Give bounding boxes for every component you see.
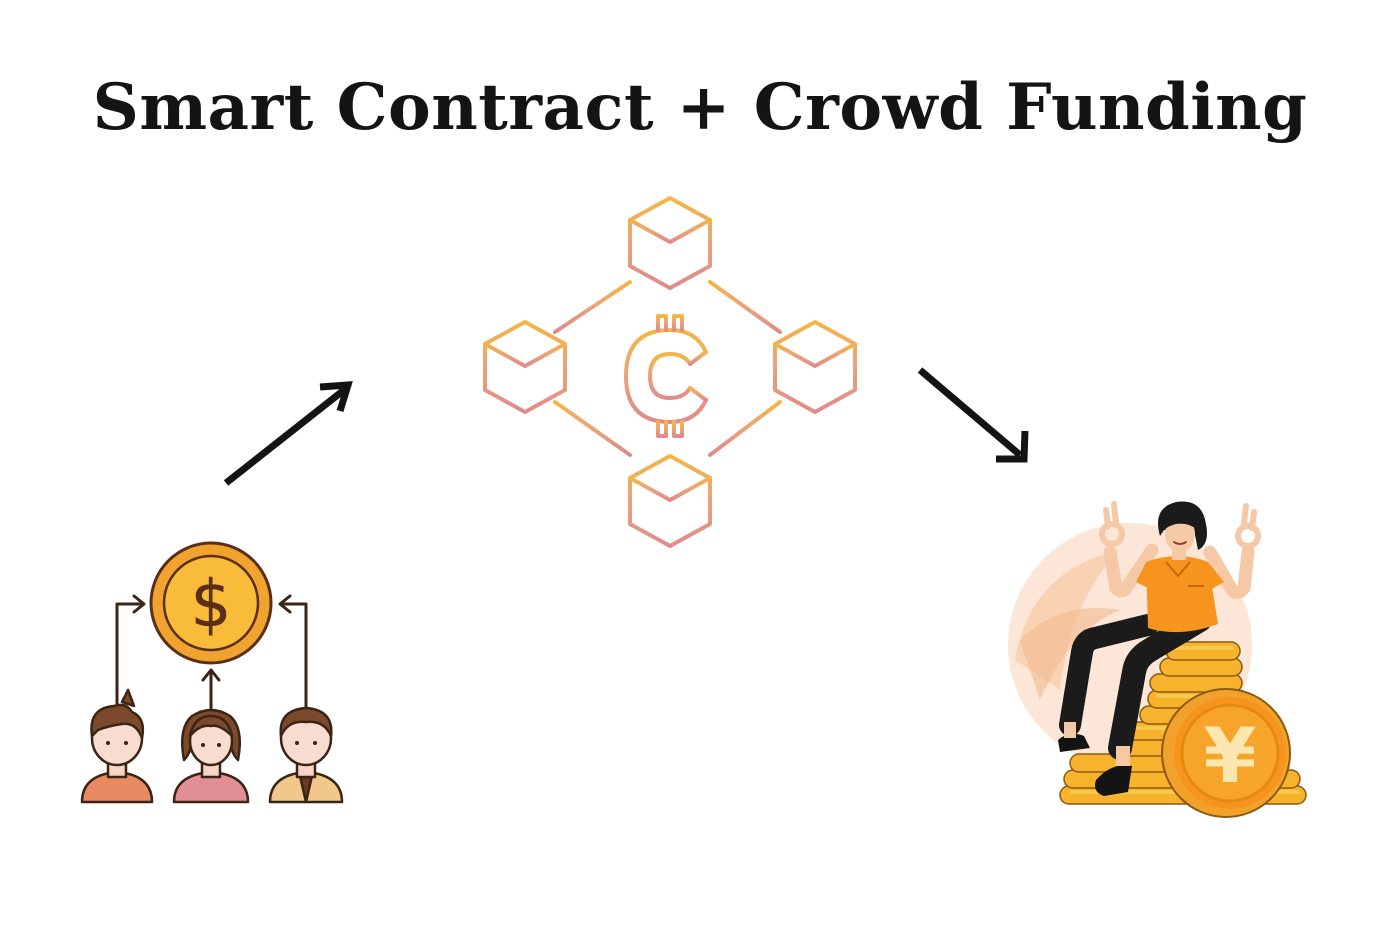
block-cube-left: [483, 320, 567, 414]
woman-sitting-on-yen-coins-illustration: ¥: [1008, 501, 1307, 818]
contributor-avatar-left: [80, 688, 154, 804]
dollar-coin-icon: $: [149, 541, 273, 665]
contributor-avatar-right: [268, 706, 344, 804]
arrow-down-right-icon: [917, 367, 1029, 463]
woman-figure: [1058, 501, 1261, 796]
blockchain-network-icon: [483, 196, 857, 548]
block-cube-top: [628, 196, 712, 290]
crypto-coin-symbol-icon: [624, 314, 708, 438]
contribution-arrows: [115, 594, 308, 720]
dollar-symbol: $: [191, 568, 232, 642]
crowdfunding-contributors-icon: $: [80, 541, 344, 804]
contributor-avatar-center: [172, 708, 250, 804]
diagram-title: Smart Contract + Crowd Funding: [92, 69, 1308, 145]
block-cube-right: [773, 320, 857, 414]
arrow-up-right-icon: [223, 381, 353, 486]
yen-symbol: ¥: [1204, 711, 1257, 800]
yen-coin-icon: ¥: [1161, 688, 1291, 818]
block-cube-bottom: [628, 454, 712, 548]
